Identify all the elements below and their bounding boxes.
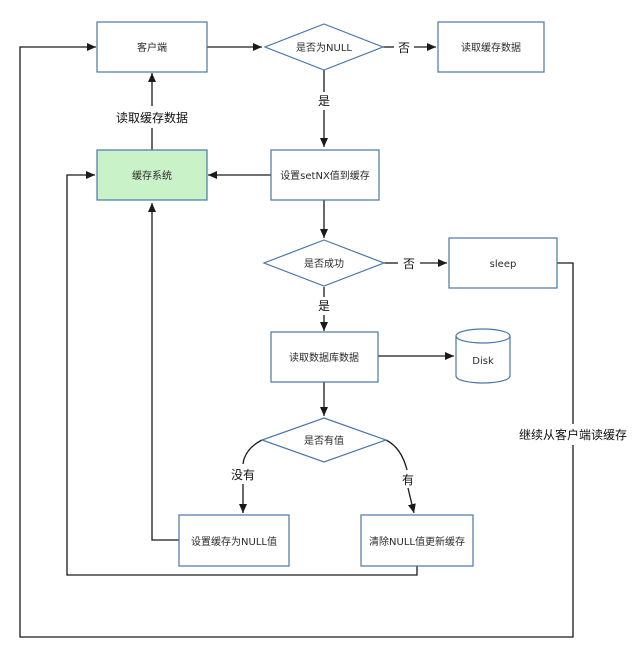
sleep-label: sleep (490, 259, 517, 270)
edge-setnull-to-cache (148, 203, 179, 541)
setnx-label: 设置setNX值到缓存 (280, 169, 370, 182)
edge-sleep-continue-upper (557, 262, 574, 424)
client-box (96, 21, 208, 73)
cache-system-label: 缓存系统 (132, 169, 172, 182)
edge-label-yes-2: 是 (318, 299, 330, 313)
edge-label-continue: 继续从客户端读缓存 (519, 427, 627, 442)
has-value-diamond (260, 417, 388, 463)
read-cache-top-label: 读取缓存数据 (461, 41, 521, 54)
disk-cylinder (455, 328, 511, 384)
edge-hasvalue-has-curve (385, 439, 408, 471)
read-db-label: 读取数据库数据 (289, 351, 359, 364)
sleep-box (448, 237, 558, 289)
read-cache-top-box (437, 21, 545, 73)
is-null-label: 是否为NULL (296, 42, 352, 54)
is-success-label: 是否成功 (304, 258, 344, 270)
disk-label: Disk (472, 356, 494, 367)
edge-label-no-2: 否 (403, 257, 415, 271)
edge-label-yes-1: 是 (318, 94, 330, 108)
clear-update-label: 清除NULL值更新缓存 (369, 535, 465, 548)
client-label: 客户端 (137, 41, 167, 54)
edge-sleep-to-client (19, 43, 574, 638)
clear-update-box (360, 514, 474, 567)
edge-label-has: 有 (402, 473, 414, 487)
set-null-box (178, 514, 290, 567)
edge-label-no-1: 否 (398, 41, 410, 55)
has-value-label: 是否有值 (304, 434, 344, 447)
edge-hasvalue-none-curve (242, 439, 263, 465)
edge-hasvalue-to-clear (407, 487, 416, 514)
edge-label-none: 没有 (231, 467, 255, 482)
read-db-box (270, 331, 379, 383)
set-null-label: 设置缓存为NULL值 (191, 535, 277, 548)
setnx-box (270, 149, 380, 201)
cache-system-box (96, 149, 208, 201)
is-null-diamond (263, 23, 385, 71)
edge-label-read-cache: 读取缓存数据 (116, 110, 188, 125)
edge-clear-to-cache (66, 171, 418, 576)
is-success-diamond (262, 239, 386, 287)
